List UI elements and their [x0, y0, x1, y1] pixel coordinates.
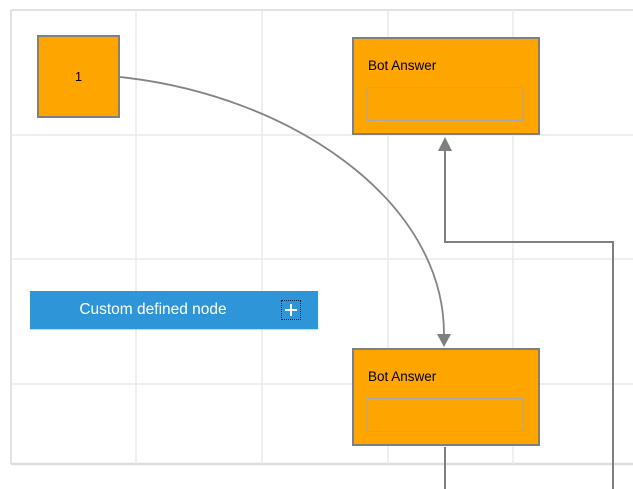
node-start[interactable]: 1 [37, 35, 120, 118]
arrowhead-up-icon [438, 137, 452, 151]
plus-icon[interactable] [281, 300, 301, 320]
node-bot-answer-bottom[interactable]: Bot Answer [352, 348, 540, 446]
node-custom-label: Custom defined node [79, 301, 227, 318]
answer-input-area[interactable] [366, 398, 524, 432]
connector-orthogonal-to-top-bot[interactable] [444, 150, 614, 489]
answer-input-area[interactable] [366, 87, 524, 121]
node-start-label: 1 [74, 69, 83, 84]
node-title: Bot Answer [368, 369, 437, 384]
node-custom-defined[interactable]: Custom defined node [30, 291, 318, 329]
node-title: Bot Answer [368, 58, 437, 73]
connector-curved-start-to-bottom-bot[interactable] [119, 76, 445, 335]
node-bot-answer-top[interactable]: Bot Answer [352, 37, 540, 135]
arrowhead-down-icon [437, 334, 451, 347]
